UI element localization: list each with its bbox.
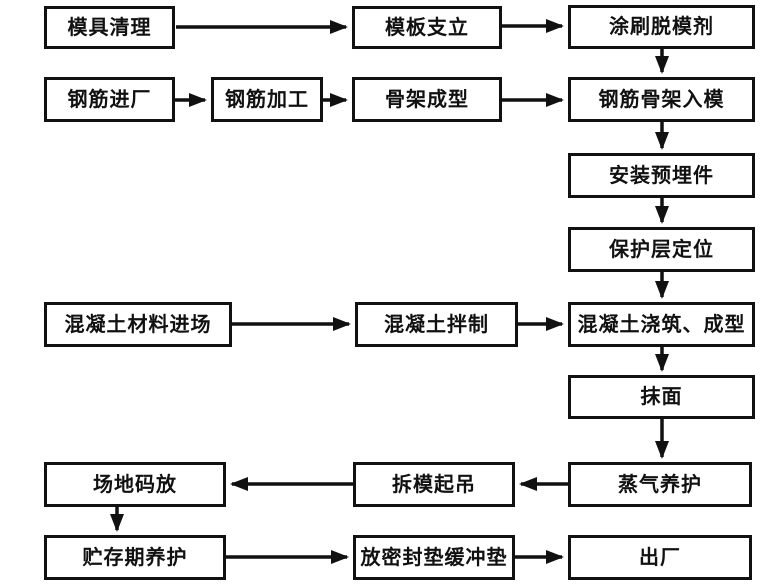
node-demolding-lifting: 拆模起吊 [353,462,515,507]
node-storage-period-curing: 贮存期养护 [44,535,226,580]
node-concrete-pouring-forming: 混凝土浇筑、成型 [568,302,755,347]
node-install-embedded-parts: 安装预埋件 [568,153,755,198]
node-concrete-material-arrival: 混凝土材料进场 [44,302,232,347]
node-site-stacking: 场地码放 [44,462,226,507]
node-rebar-processing: 钢筋加工 [211,77,323,122]
node-surface-finishing: 抹面 [568,375,755,419]
node-protective-layer-positioning: 保护层定位 [568,227,755,272]
node-skeleton-forming: 骨架成型 [352,77,502,122]
node-rebar-skeleton-into-mold: 钢筋骨架入模 [568,77,755,122]
node-place-sealing-cushion-pad: 放密封垫缓冲垫 [353,535,515,580]
node-rebar-arrival: 钢筋进厂 [44,77,175,122]
node-apply-release-agent: 涂刷脱模剂 [568,5,755,49]
node-leave-factory: 出厂 [568,535,752,580]
node-formwork-erection: 模板支立 [352,6,502,49]
node-steam-curing: 蒸气养护 [568,462,752,507]
node-concrete-mixing: 混凝土拌制 [355,302,518,347]
node-mold-cleaning: 模具清理 [44,6,175,49]
